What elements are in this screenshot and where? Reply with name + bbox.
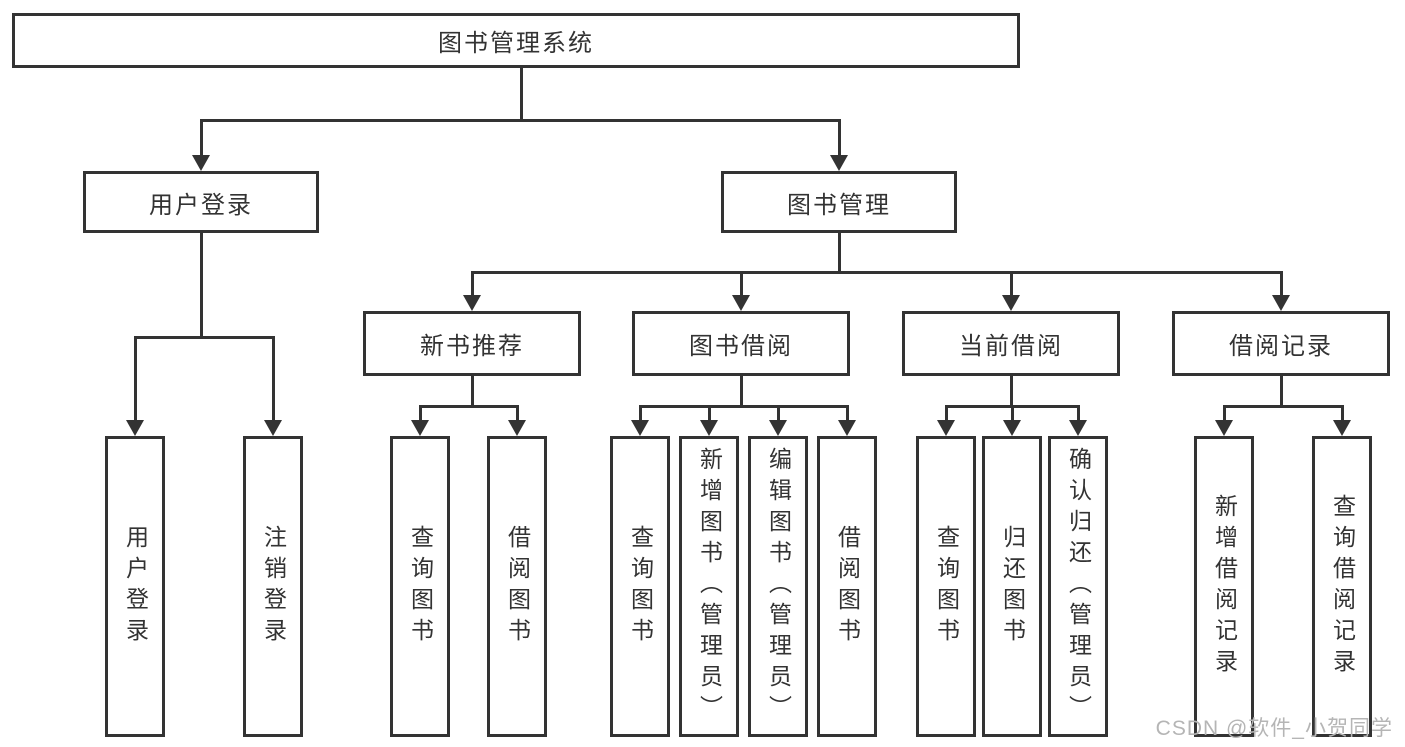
node-current-borrowing: 当前借阅 (902, 311, 1120, 376)
node-new-book-recommendation: 新书推荐 (363, 311, 581, 376)
arrowhead-book-mgmt (830, 155, 848, 171)
connector-leaf-stem (1341, 408, 1344, 422)
connector-leaf-stem (1077, 408, 1080, 422)
arrowhead-leaf (769, 420, 787, 436)
arrowhead-leaf (508, 420, 526, 436)
arrowhead-leaf-logout (264, 420, 282, 436)
connector-borrow-record-drop (1280, 376, 1283, 408)
arrowhead-user-login (192, 155, 210, 171)
leaf-confirm-return-admin: 确认归还（管理员） (1048, 436, 1108, 737)
connector-leaf-stem (1011, 408, 1014, 422)
connector-borrow-record-rail (1223, 405, 1344, 408)
connector-leaf-stem (1223, 408, 1226, 422)
leaf-add-books-admin: 新增图书（管理员） (679, 436, 739, 737)
connector-leaf-stem (419, 408, 422, 422)
arrowhead-leaf (937, 420, 955, 436)
connector-book-borrow-stem (740, 274, 743, 296)
arrowhead-leaf (838, 420, 856, 436)
leaf-logout: 注销登录 (243, 436, 303, 737)
csdn-watermark: CSDN @软件_小贺同学 (1155, 717, 1393, 740)
node-book-borrowing: 图书借阅 (632, 311, 850, 376)
leaf-borrow-books: 借阅图书 (817, 436, 877, 737)
arrowhead-leaf-user-login (126, 420, 144, 436)
connector-book-borrow-rail (639, 405, 849, 408)
node-user-login: 用户登录 (83, 171, 319, 233)
connector-current-borrow-stem (1010, 274, 1013, 296)
arrowhead-book-borrow (732, 295, 750, 311)
arrowhead-leaf (1003, 420, 1021, 436)
connector-book-borrow-drop (740, 376, 743, 408)
connector-root-trunk (520, 68, 523, 122)
connector-new-book-rail (419, 405, 519, 408)
connector-current-borrow-rail (945, 405, 1080, 408)
arrowhead-leaf (631, 420, 649, 436)
leaf-return-books: 归还图书 (982, 436, 1042, 737)
connector-new-book-stem (471, 274, 474, 296)
connector-book-mgmt-drop (838, 233, 841, 274)
arrowhead-leaf (1069, 420, 1087, 436)
arrowhead-leaf (1333, 420, 1351, 436)
connector-leaf-user-login-stem (134, 339, 137, 422)
arrowhead-leaf (1215, 420, 1233, 436)
connector-leaf-stem (639, 408, 642, 422)
leaf-borrow-books-recommend: 借阅图书 (487, 436, 547, 737)
connector-leaf-stem (516, 408, 519, 422)
connector-user-login-drop (200, 233, 203, 339)
connector-user-login-stem (200, 122, 203, 156)
connector-level3-rail (471, 271, 1283, 274)
connector-borrow-record-stem (1280, 274, 1283, 296)
arrowhead-current-borrow (1002, 295, 1020, 311)
connector-leaf-logout-stem (272, 339, 275, 422)
arrowhead-borrow-record (1272, 295, 1290, 311)
connector-current-borrow-drop (1010, 376, 1013, 408)
leaf-query-borrow-record: 查询借阅记录 (1312, 436, 1372, 737)
connector-level2-rail (200, 119, 841, 122)
node-library-management-system: 图书管理系统 (12, 13, 1020, 68)
leaf-add-borrow-record: 新增借阅记录 (1194, 436, 1254, 737)
node-borrowing-records: 借阅记录 (1172, 311, 1390, 376)
leaf-query-books-recommend: 查询图书 (390, 436, 450, 737)
connector-user-login-rail (134, 336, 275, 339)
connector-leaf-stem (945, 408, 948, 422)
leaf-query-books-borrowing: 查询图书 (610, 436, 670, 737)
node-book-management: 图书管理 (721, 171, 957, 233)
leaf-edit-books-admin: 编辑图书（管理员） (748, 436, 808, 737)
arrowhead-leaf (411, 420, 429, 436)
arrowhead-new-book (463, 295, 481, 311)
connector-new-book-drop (471, 376, 474, 408)
connector-leaf-stem (777, 408, 780, 422)
leaf-user-login: 用户登录 (105, 436, 165, 737)
connector-book-mgmt-stem (838, 122, 841, 156)
connector-leaf-stem (708, 408, 711, 422)
connector-leaf-stem (846, 408, 849, 422)
leaf-query-books-current: 查询图书 (916, 436, 976, 737)
arrowhead-leaf (700, 420, 718, 436)
